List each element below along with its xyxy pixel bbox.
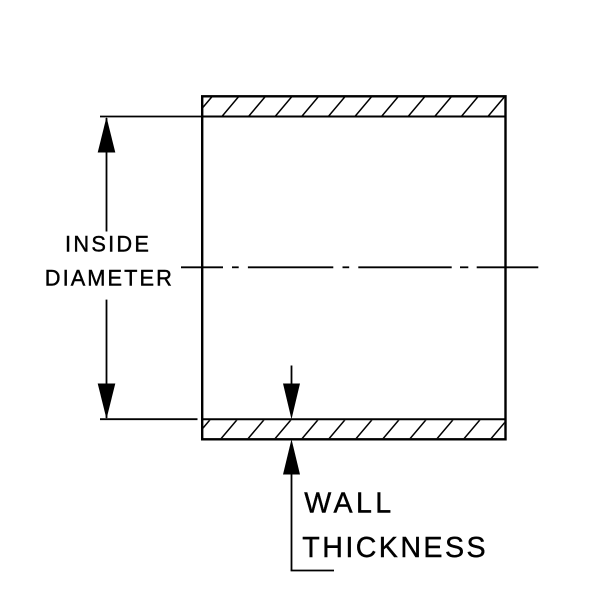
svg-text:INSIDE: INSIDE [65,231,151,256]
svg-text:DIAMETER: DIAMETER [45,265,174,290]
svg-text:WALL: WALL [304,487,394,519]
svg-text:THICKNESS: THICKNESS [302,532,488,564]
